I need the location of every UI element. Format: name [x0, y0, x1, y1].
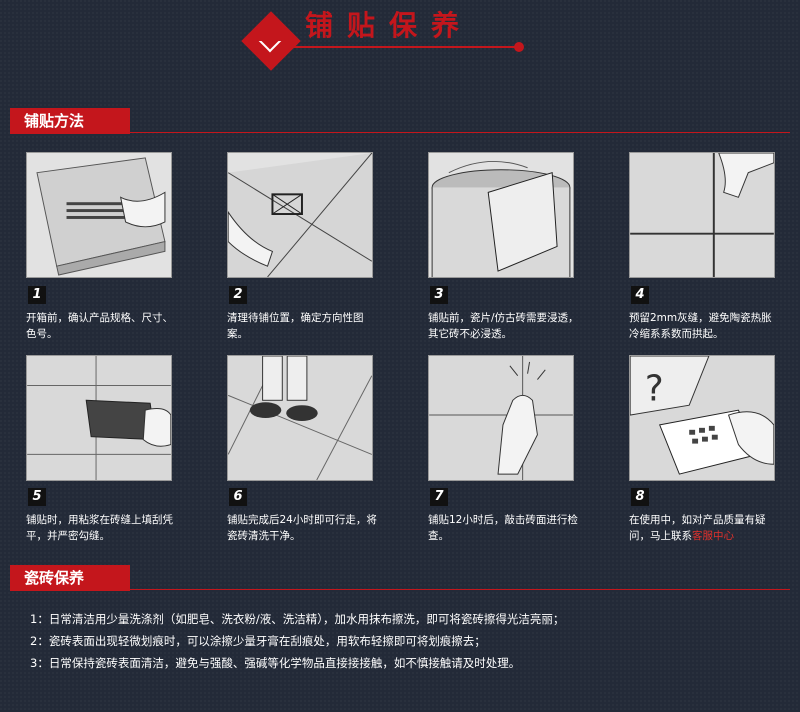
floor-marking-illustration: [228, 153, 372, 277]
care-divider: [10, 589, 790, 590]
walking-feet-illustration: [228, 356, 372, 480]
step-1-image: [26, 152, 172, 278]
grout-gap-illustration: [630, 153, 774, 277]
step-3-image: [428, 152, 574, 278]
carton-box-illustration: [36, 157, 166, 276]
step-7-text: 铺贴12小时后，敲击砖面进行检查。: [428, 514, 578, 542]
step-5-image: [26, 355, 172, 481]
method-section-title: 铺贴方法: [10, 108, 130, 134]
knocking-hand-illustration: [429, 356, 573, 480]
trowel-illustration: [27, 356, 171, 480]
customer-service-link[interactable]: 客服中心: [692, 530, 734, 542]
care-line-3: 3：日常保持瓷砖表面清洁，避免与强酸、强碱等化学物品直接接接触，如不慎接触请及时…: [30, 656, 521, 670]
step-2-image: [227, 152, 373, 278]
header-line: [282, 46, 520, 48]
svg-text:?: ?: [645, 368, 664, 409]
step-5-number: 5: [28, 488, 46, 506]
step-4-image: [629, 152, 775, 278]
soaking-tile-illustration: [431, 160, 571, 277]
step-6-text: 铺贴完成后24小时即可行走，将瓷砖清洗干净。: [227, 514, 377, 542]
step-8-text-main: 在使用中，如对产品质量有疑问，马上联系: [629, 514, 766, 542]
step-4-text: 预留2mm灰缝，避免陶瓷热胀冷缩系系数而拱起。: [629, 312, 772, 340]
care-section-title: 瓷砖保养: [10, 565, 130, 591]
step-8-number: 8: [631, 488, 649, 506]
step-8-image: ?: [629, 355, 775, 481]
header-line-dot: [514, 42, 524, 52]
step-7-image: [428, 355, 574, 481]
care-line-1: 1：日常清洁用少量洗涤剂（如肥皂、洗衣粉/液、洗洁精），加水用抹布擦洗，即可将瓷…: [30, 612, 565, 626]
step-5-text: 铺贴时，用粘浆在砖缝上填刮凭平，并严密勾缝。: [26, 514, 173, 542]
page-title: 铺贴保养: [305, 9, 474, 42]
step-2-number: 2: [229, 286, 247, 304]
step-3-text: 铺贴前，瓷片/仿古砖需要浸透，其它砖不必浸透。: [428, 312, 579, 340]
care-line-2: 2：瓷砖表面出现轻微划痕时，可以涂擦少量牙膏在刮痕处，用软布轻擦即可将划痕擦去；: [30, 634, 486, 648]
step-1-number: 1: [28, 286, 46, 304]
step-2-text: 清理待铺位置，确定方向性图案。: [227, 312, 364, 340]
step-4-number: 4: [631, 286, 649, 304]
step-1-text: 开箱前，确认产品规格、尺寸、色号。: [26, 312, 173, 340]
method-divider: [10, 132, 790, 133]
step-6-number: 6: [229, 488, 247, 506]
step-3-number: 3: [430, 286, 448, 304]
step-7-number: 7: [430, 488, 448, 506]
step-8-text: 在使用中，如对产品质量有疑问，马上联系客服中心: [629, 512, 781, 544]
telephone-illustration: ?: [630, 356, 774, 480]
step-6-image: [227, 355, 373, 481]
